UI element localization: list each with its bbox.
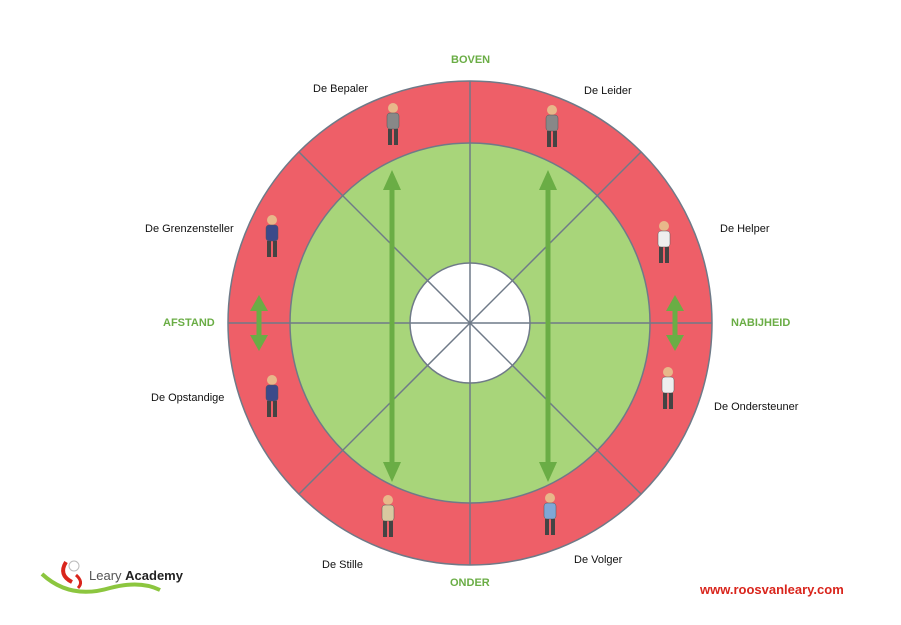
role-label: De Stille xyxy=(322,559,363,571)
role-label: De Grenzensteller xyxy=(145,223,234,235)
website-link[interactable]: www.roosvanleary.com xyxy=(700,582,844,597)
sector-divider xyxy=(298,322,471,495)
person-figure xyxy=(545,105,559,147)
person-figure xyxy=(265,215,279,257)
horizontal-arrow-right xyxy=(666,295,684,351)
role-label: De Volger xyxy=(574,554,623,566)
person-figure xyxy=(661,367,675,409)
sector-divider xyxy=(298,151,471,324)
vertical-arrow-left xyxy=(383,170,401,482)
role-label: De Ondersteuner xyxy=(714,401,799,413)
sector-divider xyxy=(469,322,642,495)
axis-label-top: BOVEN xyxy=(451,54,491,66)
person-figure xyxy=(381,495,395,537)
sector-dividers xyxy=(228,81,712,565)
person-figure xyxy=(543,493,557,535)
horizontal-arrow-left xyxy=(250,295,268,351)
sector-divider xyxy=(469,151,642,324)
vertical-arrow-right xyxy=(539,170,557,482)
arrows xyxy=(250,170,684,482)
figures xyxy=(265,103,675,537)
role-label: De Leider xyxy=(584,85,632,97)
axis-label-left: AFSTAND xyxy=(163,317,215,329)
axis-label-bottom: ONDER xyxy=(450,577,490,589)
role-label: De Helper xyxy=(720,223,770,235)
logo-text-light: Leary xyxy=(89,568,122,583)
role-label: De Opstandige xyxy=(151,392,225,404)
person-figure xyxy=(657,221,671,263)
logo-text-bold: Academy xyxy=(125,568,183,583)
logo-text: Leary Academy xyxy=(89,568,183,583)
person-figure xyxy=(265,375,279,417)
person-figure xyxy=(386,103,400,145)
role-label: De Bepaler xyxy=(313,83,369,95)
axis-label-right: NABIJHEID xyxy=(731,317,791,329)
logo-icon xyxy=(40,560,161,594)
